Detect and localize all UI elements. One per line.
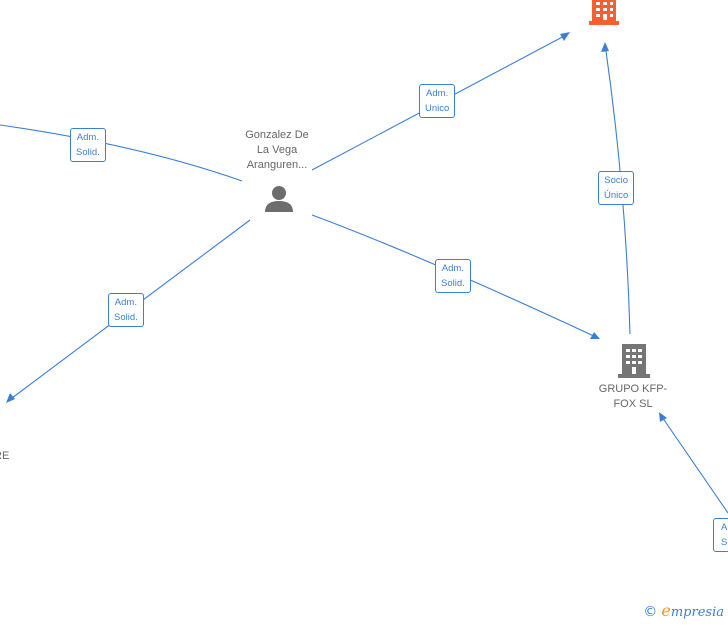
arrowhead-top-company-socio [601, 42, 609, 52]
edge-label-line1: Adm. [76, 132, 99, 143]
edge-label-right-partial[interactable]: A S [713, 518, 728, 552]
arrowhead-grupo-bottom [659, 412, 667, 422]
edge-label-socio-unico[interactable]: Socio Único [598, 171, 635, 205]
company-building-icon-highlight[interactable] [589, 0, 619, 25]
edge-label-line1: Adm. [426, 88, 449, 99]
edge-label-line2: Unico [425, 103, 450, 114]
person-name-line2: La Vega [256, 144, 298, 156]
brand-e: e [661, 601, 671, 620]
edge-label-line2: S [721, 537, 728, 548]
arrowhead-grupo [590, 332, 600, 339]
company-name-grupo-line1: GRUPO KFP- [598, 383, 668, 395]
person-name-line3: Aranguren... [246, 159, 308, 171]
edge-label-adm-unico[interactable]: Adm. Unico [419, 84, 456, 118]
person-name[interactable]: Gonzalez De La Vega Aranguren... [226, 128, 328, 173]
edge-label-adm-solid-grupo[interactable]: Adm. Solid. [435, 259, 471, 293]
edge-label-left-adm-solid[interactable]: Adm. Solid. [70, 128, 106, 162]
edge-label-line1: Socio [604, 175, 629, 186]
company-building-icon[interactable] [618, 344, 650, 378]
empresia-logo: © empresia [643, 601, 724, 620]
company-name-left-partial[interactable]: RE L [0, 449, 18, 479]
edge-label-line1: Adm. [441, 263, 464, 274]
copyright-symbol: © [643, 604, 658, 620]
edge-left-to-person [0, 124, 243, 182]
company-name-left-line1: RE [0, 450, 10, 462]
arrowhead-left-company [6, 393, 15, 403]
company-name-grupo[interactable]: GRUPO KFP- FOX SL [588, 382, 678, 412]
edge-label-line1: A [721, 522, 728, 533]
edge-label-adm-solid-left[interactable]: Adm. Solid. [108, 293, 144, 327]
company-name-grupo-line2: FOX SL [613, 398, 653, 410]
edge-label-line2: Solid. [441, 278, 465, 289]
person-icon[interactable] [265, 186, 293, 212]
edge-label-line1: Adm. [114, 297, 137, 308]
brand-rest: mpresia [670, 605, 724, 620]
person-name-line1: Gonzalez De [245, 129, 309, 141]
arrowhead-top-company [560, 32, 570, 41]
edge-label-line2: Único [604, 190, 629, 201]
edge-label-line2: Solid. [76, 147, 100, 158]
edge-label-line2: Solid. [114, 312, 138, 323]
edge-right-to-grupo [659, 413, 728, 514]
company-name-left-line2: L [0, 464, 18, 479]
